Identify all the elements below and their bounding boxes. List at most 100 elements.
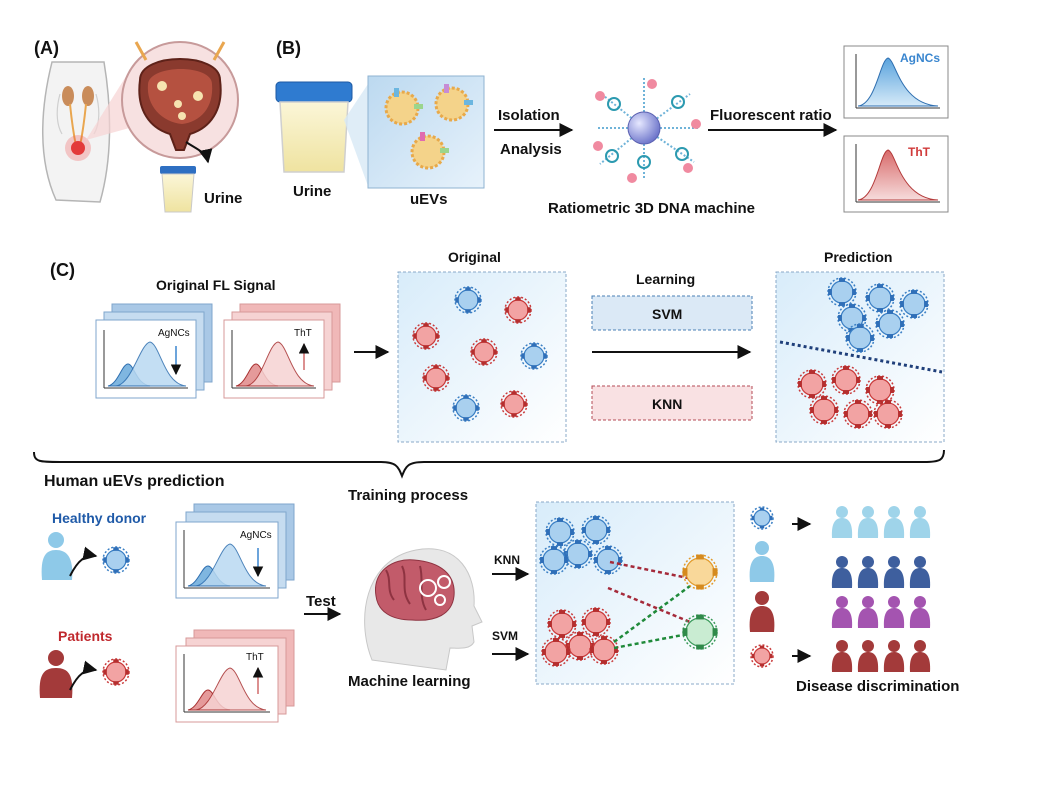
test-label: Test <box>306 593 336 610</box>
kidney-left-icon <box>62 86 74 106</box>
knn-label: KNN <box>652 396 682 412</box>
isolation-label: Isolation <box>498 107 560 124</box>
prediction-title: Prediction <box>824 249 892 265</box>
tht-plot-label: ThT <box>908 145 931 159</box>
analysis-label: Analysis <box>500 141 562 158</box>
fl-stack-red-label: ThT <box>294 328 312 339</box>
person-figure-icon <box>857 596 879 628</box>
original-uev-icon <box>504 296 532 324</box>
training-process-label: Training process <box>348 487 468 504</box>
original-fl-signal-title: Original FL Signal <box>156 277 276 293</box>
uevs-box <box>367 75 485 189</box>
svm-box <box>591 295 753 331</box>
fl-stack-red: ThT <box>223 303 341 399</box>
link-blue-to-yellow <box>609 560 689 580</box>
panel-b-urine-label: Urine <box>293 183 331 200</box>
prediction-uev-red-icon <box>873 399 903 429</box>
original-uev-icon <box>520 342 548 370</box>
uev-vesicles-icon <box>384 84 473 170</box>
panel-c-label: (C) <box>50 260 75 280</box>
original-uev-icon <box>422 364 450 392</box>
human-fl-stack-blue: AgNCs <box>175 503 295 599</box>
disease-discrimination-label: Disease discrimination <box>796 678 959 695</box>
kidney-right-icon <box>82 86 94 106</box>
patient-uev-icon <box>102 658 130 686</box>
knn-box <box>591 385 753 421</box>
person-figure-icon <box>883 640 905 672</box>
healthy-person-icon <box>41 532 73 580</box>
prediction-uev-red-icon <box>797 369 827 399</box>
person-figure-icon <box>857 556 879 588</box>
person-figure-icon <box>831 556 853 588</box>
prediction-uev-blue-icon <box>827 277 857 307</box>
legend-uev-blue-icon <box>750 506 774 530</box>
panel-c: (C) Original FL Signal AgNCs ThT Origina… <box>33 249 945 504</box>
panel-a-label: (A) <box>34 38 59 58</box>
prediction-uev-blue-icon <box>899 289 929 319</box>
panel-b-label: (B) <box>276 38 301 58</box>
patient-uev-icon <box>102 658 130 686</box>
panel-b: (B) Urine uEVs Isolation Analysis <box>275 38 949 217</box>
agncs-plot-label: AgNCs <box>900 51 940 65</box>
bladder-zoom-icon <box>121 41 239 159</box>
prediction-uev-red-icon <box>865 375 895 405</box>
bladder-icon <box>71 141 85 155</box>
class-uev-red-icon <box>581 607 611 637</box>
urine-arrow <box>185 141 213 164</box>
person-figure-icon <box>831 506 853 538</box>
person-figure-icon <box>909 556 931 588</box>
panel-a: (A) Urine <box>34 38 242 213</box>
patient-figure-small-icon <box>749 591 775 632</box>
healthy-arrow <box>69 546 98 577</box>
urine-cup-icon <box>160 166 196 213</box>
patients-arrow <box>69 660 98 691</box>
unknown-uev-yellow-icon <box>682 554 718 590</box>
human-prediction-title: Human uEVs prediction <box>44 473 224 490</box>
person-figure-icon <box>883 596 905 628</box>
uevs-label: uEVs <box>410 191 448 208</box>
person-figure-icon <box>883 556 905 588</box>
patients-label: Patients <box>58 628 113 644</box>
classification-cells <box>539 515 623 667</box>
human-svm-label: SVM <box>492 629 518 643</box>
fluorescent-ratio-label: Fluorescent ratio <box>710 107 832 124</box>
unknown-cells <box>682 554 718 650</box>
original-uev-icon <box>452 394 480 422</box>
human-knn-label: KNN <box>494 553 520 567</box>
person-figure-icon <box>857 640 879 672</box>
prediction-uev-red-icon <box>831 365 861 395</box>
fl-stack-blue-label: AgNCs <box>158 328 190 339</box>
legend-uev-red-icon <box>750 644 774 668</box>
link-patient-to-green <box>613 632 689 650</box>
person-figure-icon <box>831 640 853 672</box>
torso-illustration <box>42 61 111 203</box>
class-uev-blue-icon <box>545 517 575 547</box>
link-red-to-green <box>607 586 691 624</box>
person-figure-icon <box>857 506 879 538</box>
prediction-uev-blue-icon <box>845 323 875 353</box>
healthy-uev-icon <box>102 546 130 574</box>
machine-learning-label: Machine learning <box>348 673 471 690</box>
class-uev-red-icon <box>589 635 619 665</box>
dna-machine-label: Ratiometric 3D DNA machine <box>548 200 755 217</box>
person-figure-icon <box>883 506 905 538</box>
class-uev-blue-icon <box>539 545 569 575</box>
class-uev-blue-icon <box>581 515 611 545</box>
class-uev-red-icon <box>547 609 577 639</box>
urine-jar-icon <box>275 81 353 173</box>
healthy-uev-icon <box>102 546 130 574</box>
prediction-uev-red-icon <box>843 399 873 429</box>
patient-person-icon <box>39 650 73 698</box>
healthy-figure-small-icon <box>749 541 775 582</box>
result-legend-cells <box>750 506 774 668</box>
prediction-uev-blue-icon <box>865 283 895 313</box>
panel-a-urine-label: Urine <box>204 190 242 207</box>
unknown-uev-green-icon <box>682 614 718 650</box>
person-figure-icon <box>909 640 931 672</box>
original-uev-icon <box>470 338 498 366</box>
result-people <box>749 541 775 632</box>
person-figure-icon <box>909 506 931 538</box>
class-uev-blue-icon <box>593 545 623 575</box>
